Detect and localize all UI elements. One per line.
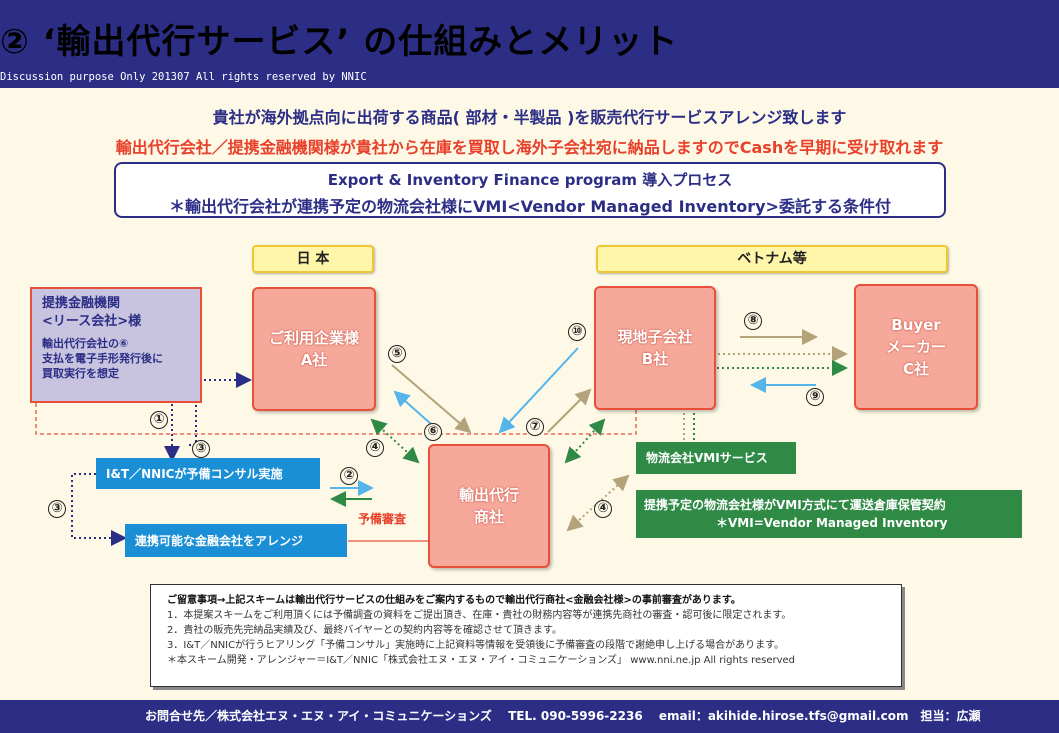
subsidiary-box: 現地子会社 B社 <box>594 286 716 410</box>
logistics-to-buyer-green-dotted <box>693 360 848 440</box>
notes-item: 1．本提案スキームをご利用頂くには予備調査の資料をご提出頂き、在庫・貴社の財務内… <box>167 610 792 621</box>
finance-title-2: <リース会社>様 <box>42 314 142 329</box>
region-vietnam: ベトナム等 <box>596 245 948 273</box>
footer-bar: お問合せ先／株式会社エヌ・エヌ・アイ・コミュニケーションズ TEL. 090-5… <box>0 700 1059 733</box>
client-company-box: ご利用企業様 A社 <box>252 287 376 411</box>
program-line-2: ＊輸出代行会社が連携予定の物流会社様にVMI<Vendor Managed In… <box>169 197 891 216</box>
step-number-5: ⑤ <box>388 345 406 363</box>
buyer-type: メーカー <box>885 338 946 356</box>
finance-sub-3: 買取実行を想定 <box>42 367 119 380</box>
notes-heading: ご留意事項→上記スキームは輸出代行サービスの仕組みをご案内するもので輸出代行商社… <box>167 595 741 606</box>
vmi-contract-line-2: ＊VMI=Vendor Managed Inventory <box>716 516 948 530</box>
finance-institution-box: 提携金融機関 <リース会社>様 輸出代行会社の⑥ 支払を電子手形発行後に 買取実… <box>30 287 202 403</box>
step-number-10: ⑩ <box>568 323 586 341</box>
consult-to-arrange-dotted <box>71 473 127 546</box>
step7-tan-arrow <box>547 388 592 433</box>
buyer-id: C社 <box>902 360 929 378</box>
step5-tan-arrow <box>391 364 472 434</box>
buyer-box: Buyer メーカー C社 <box>854 284 978 410</box>
finance-sub-1: 輸出代行会社の⑥ <box>42 337 129 350</box>
client-name: ご利用企業様 <box>268 329 359 347</box>
step4-green-dotted <box>370 418 420 464</box>
subsidiary-id: B社 <box>641 350 669 368</box>
exporter-name-1: 輸出代行 <box>458 486 519 504</box>
arrange-box: 連携可能な金融会社をアレンジ <box>125 524 347 557</box>
step4-green-dotted-b <box>564 418 606 464</box>
consult-box: I&T／NNICが予備コンサル実施 <box>96 458 320 489</box>
finance-title-1: 提携金融機関 <box>42 296 121 311</box>
notes-item: 2．貴社の販売先完納品実績及び、最終バイヤーとの契約内容等を確認させて頂きます。 <box>167 625 562 636</box>
vmi-contract-box: 提携予定の物流会社様がVMI方式にて運送倉庫保管契約 ＊VMI=Vendor M… <box>636 490 1022 538</box>
program-box: Export & Inventory Finance program 導入プロセ… <box>114 162 946 218</box>
step-number-9: ⑨ <box>806 388 824 406</box>
finance-to-subsidiary-dashed <box>35 400 637 435</box>
intro-line-1: 貴社が海外拠点向に出荷する商品( 部材・半製品 )を販売代行サービスアレンジ致し… <box>212 108 847 127</box>
vmi-contract-line-1: 提携予定の物流会社様がVMI方式にて運送倉庫保管契約 <box>644 498 946 512</box>
step-number-3b: ③ <box>48 500 66 518</box>
notes-item: 3．I&T／NNICが行うヒアリング「予備コンサル」実施時に上記資料等情報を受領… <box>167 640 785 651</box>
exporter-name-2: 商社 <box>473 508 504 526</box>
notes-box: ご留意事項→上記スキームは輸出代行サービスの仕組みをご案内するもので輸出代行商社… <box>150 584 902 687</box>
copyright-line: Discussion purpose Only 201307 All right… <box>0 71 367 83</box>
step-number-6: ⑥ <box>424 423 442 441</box>
header-bar <box>0 0 1059 88</box>
finance-sub-2: 支払を電子手形発行後に <box>42 352 163 365</box>
step-number-2: ② <box>340 467 358 485</box>
page-title: ② ‘輸出代行サービス’ の仕組みとメリット <box>0 22 679 62</box>
region-japan: 日 本 <box>252 245 374 273</box>
step-number-8: ⑧ <box>744 312 762 330</box>
subsidiary-name: 現地子会社 <box>617 328 693 346</box>
contact-info: お問合せ先／株式会社エヌ・エヌ・アイ・コミュニケーションズ TEL. 090-5… <box>145 709 981 723</box>
step10-blue-arrow <box>498 347 579 434</box>
notes-item: ＊本スキーム開発・アレンジャー＝I&T／NNIC「株式会社エヌ・エヌ・アイ・コミ… <box>167 655 796 666</box>
exporter-box: 輸出代行 商社 <box>428 444 550 568</box>
step-number-7: ⑦ <box>526 418 544 436</box>
client-id: A社 <box>300 351 328 369</box>
step-number-4b: ④ <box>594 500 612 518</box>
program-line-1: Export & Inventory Finance program 導入プロセ… <box>327 171 733 189</box>
buyer-label: Buyer <box>891 316 941 334</box>
step-number-3a: ③ <box>192 440 210 458</box>
intro-line-2: 輸出代行会社／提携金融機関様が貴社から在庫を買取し海外子会社宛に納品しますのでC… <box>115 138 944 157</box>
logistics-vmi-box: 物流会社VMIサービス <box>636 442 796 474</box>
step-number-1: ① <box>150 411 168 429</box>
step-number-4a: ④ <box>366 439 384 457</box>
screening-label: 予備審査 <box>358 512 407 526</box>
